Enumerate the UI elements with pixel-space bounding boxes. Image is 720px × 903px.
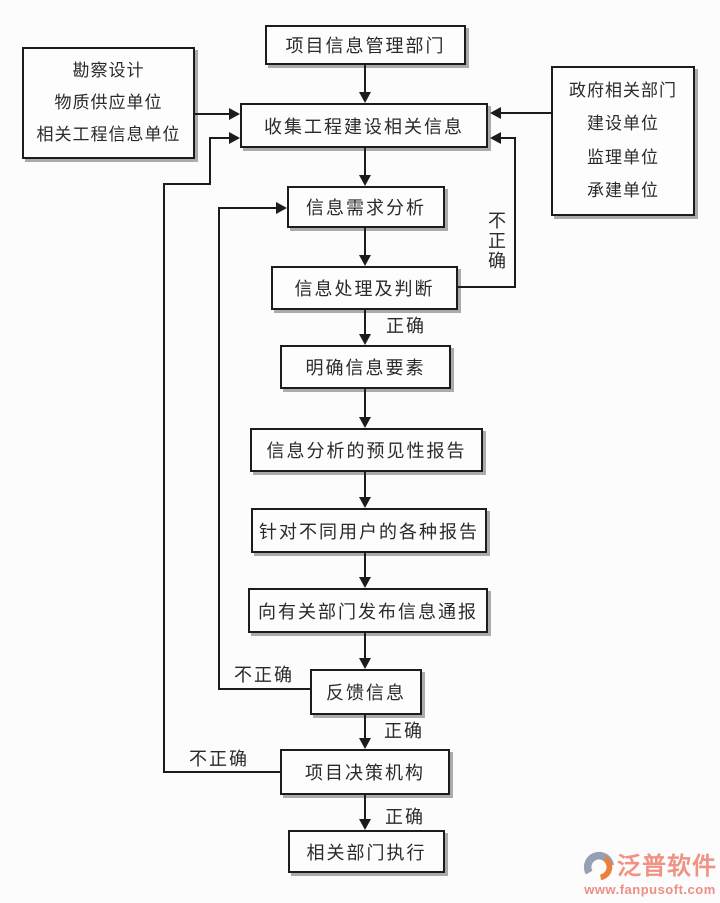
left-source-line-1: 勘察设计 xyxy=(72,60,145,80)
node-decision-body: 项目决策机构 xyxy=(280,749,450,795)
node-project-info-dept: 项目信息管理部门 xyxy=(265,25,466,65)
left-source-line-2: 物质供应单位 xyxy=(54,92,163,112)
edge-label-correct-3: 正确 xyxy=(385,807,425,827)
node-collect-info: 收集工程建设相关信息 xyxy=(240,103,488,148)
node-user-reports: 针对不同用户的各种报告 xyxy=(251,508,487,553)
edge-collect-demand-line xyxy=(364,148,366,178)
arrow-into-reports-icon xyxy=(359,497,371,508)
loop-decision-collect-h1 xyxy=(163,771,280,773)
loop-process-collect-v xyxy=(514,137,516,288)
arrow-into-collect-top-icon xyxy=(359,92,371,103)
node-demand-analysis: 信息需求分析 xyxy=(287,186,445,228)
watermark-url-text: www.fanpusoft.com xyxy=(584,882,716,897)
arrow-into-process-icon xyxy=(359,255,371,266)
arrow-into-bulletin-icon xyxy=(359,577,371,588)
arrow-into-collect-left-bottom-icon xyxy=(229,132,240,144)
edge-topdept-collect-line xyxy=(364,65,366,95)
node-predictive-report: 信息分析的预见性报告 xyxy=(250,428,483,472)
edge-clarify-predict-line xyxy=(364,389,366,420)
edge-reports-bulletin-line xyxy=(364,553,366,580)
edge-label-incorrect-2: 不正确 xyxy=(234,665,294,685)
right-source-line-2: 建设单位 xyxy=(587,114,659,134)
arrow-into-demand-left-icon xyxy=(276,202,287,214)
arrow-into-clarify-icon xyxy=(359,334,371,345)
loop-process-collect-h1 xyxy=(458,286,516,288)
edge-predict-reports-line xyxy=(364,472,366,500)
arrow-into-collect-right-top-icon xyxy=(490,107,501,119)
node-left-sources: 勘察设计 物质供应单位 相关工程信息单位 xyxy=(22,47,195,159)
loop-decision-collect-v2 xyxy=(209,137,211,185)
edge-label-incorrect-3: 不正确 xyxy=(189,749,249,769)
loop-decision-collect-h3 xyxy=(209,137,231,139)
right-source-line-3: 监理单位 xyxy=(587,147,659,167)
loop-process-collect-h2 xyxy=(499,137,515,139)
arrow-into-demand-icon xyxy=(359,175,371,186)
right-source-line-1: 政府相关部门 xyxy=(569,80,677,100)
edge-leftsources-collect-line xyxy=(195,113,231,115)
edge-label-correct-2: 正确 xyxy=(384,721,424,741)
edge-demand-process-line xyxy=(364,228,366,258)
edge-label-incorrect-1: 不正确 xyxy=(486,211,506,271)
arrow-into-predict-icon xyxy=(359,417,371,428)
node-right-sources: 政府相关部门 建设单位 监理单位 承建单位 xyxy=(551,66,695,216)
left-source-line-3: 相关工程信息单位 xyxy=(36,124,181,144)
edge-process-clarify-line xyxy=(364,310,366,337)
arrow-into-execute-icon xyxy=(359,819,371,830)
loop-feedback-demand-h1 xyxy=(218,688,310,690)
right-source-line-4: 承建单位 xyxy=(587,181,659,201)
loop-feedback-demand-h2 xyxy=(220,207,278,209)
arrow-into-decision-icon xyxy=(359,738,371,749)
arrow-into-collect-right-bottom-icon xyxy=(490,132,501,144)
node-feedback: 反馈信息 xyxy=(310,669,422,715)
loop-decision-collect-h2 xyxy=(163,183,211,185)
arrow-into-collect-left-top-icon xyxy=(229,108,240,120)
fanpu-logo-icon xyxy=(583,851,615,883)
loop-decision-collect-v1 xyxy=(163,183,165,773)
edge-bulletin-feedback-line xyxy=(364,633,366,661)
node-publish-bulletin: 向有关部门发布信息通报 xyxy=(248,588,488,633)
loop-feedback-demand-v xyxy=(218,207,220,690)
edge-feedback-decision-line xyxy=(364,715,366,741)
edge-label-correct-1: 正确 xyxy=(386,316,426,336)
node-process-judge: 信息处理及判断 xyxy=(271,266,458,310)
arrow-into-feedback-icon xyxy=(359,658,371,669)
edge-rightsources-collect-line xyxy=(499,112,551,114)
node-clarify-elements: 明确信息要素 xyxy=(280,345,451,389)
node-execute: 相关部门执行 xyxy=(288,830,445,873)
watermark: 泛普软件 www.fanpusoft.com xyxy=(582,850,718,898)
watermark-brand-text: 泛普软件 xyxy=(617,854,717,880)
edge-decision-execute-line xyxy=(364,795,366,822)
